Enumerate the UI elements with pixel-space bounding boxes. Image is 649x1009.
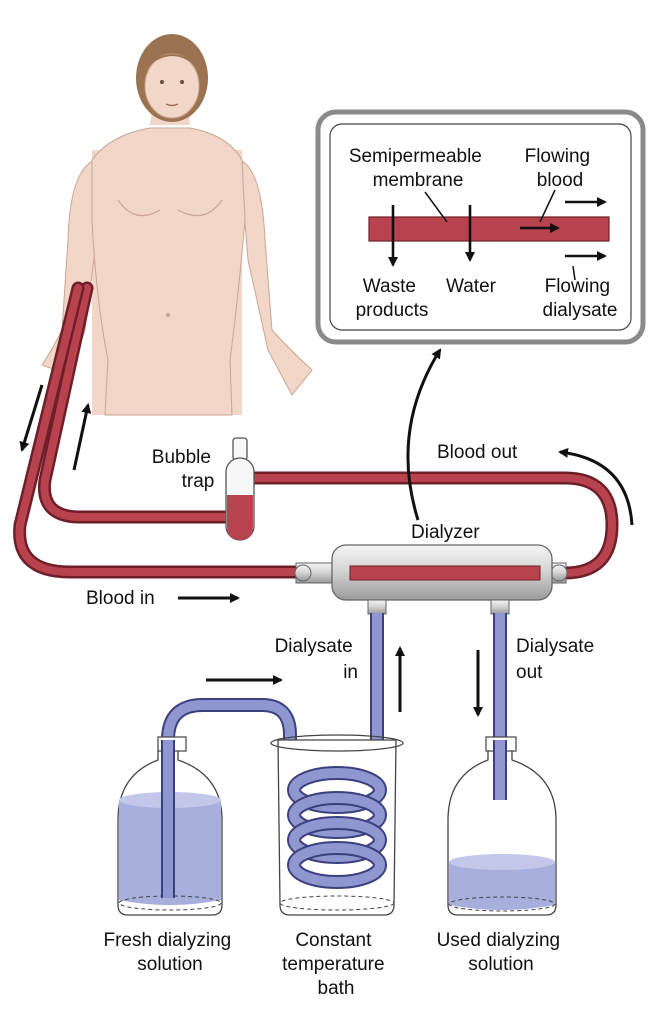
arrow-return-down xyxy=(19,384,44,452)
temperature-bath xyxy=(270,734,404,916)
patient-figure xyxy=(41,34,313,416)
inset-blood-label: Flowing blood xyxy=(525,146,596,191)
inset-water-label: Water xyxy=(446,276,497,297)
membrane-inset: Semipermeable membrane Flowing blood Was… xyxy=(315,109,646,345)
used-solution-label: Used dialyzing solution xyxy=(437,930,566,975)
blood-out-label: Blood out xyxy=(437,442,518,463)
inset-waste-label: Waste products xyxy=(356,276,429,321)
arrow-blood-out xyxy=(558,447,634,526)
inset-membrane-label: Semipermeable membrane xyxy=(349,146,487,191)
dialyzer-label: Dialyzer xyxy=(411,522,480,543)
dialysate-in-label: Dialysate in xyxy=(275,636,358,683)
heating-coil xyxy=(287,766,387,889)
dialyzer xyxy=(294,544,568,615)
bubble-trap xyxy=(225,437,255,541)
fresh-solution-label: Fresh dialyzing solution xyxy=(103,930,236,975)
blood-in-label: Blood in xyxy=(86,588,155,609)
blood-return-line xyxy=(37,281,239,524)
bath-label: Constant temperature bath xyxy=(282,930,390,999)
arrow-to-inset xyxy=(406,348,442,521)
inset-dialysate-label: Flowing dialysate xyxy=(543,276,618,321)
dialysate-out-label: Dialysate out xyxy=(516,636,599,683)
blood-out-line xyxy=(239,471,619,580)
bubble-trap-label: Bubble trap xyxy=(152,447,216,492)
arrow-return-up xyxy=(72,403,92,471)
fresh-solution-bottle xyxy=(117,736,223,916)
inset-membrane-strip xyxy=(368,216,610,242)
face xyxy=(144,53,200,119)
flow-arrows xyxy=(19,348,634,717)
blood-in-line xyxy=(13,281,307,579)
used-solution-bottle xyxy=(447,736,557,916)
